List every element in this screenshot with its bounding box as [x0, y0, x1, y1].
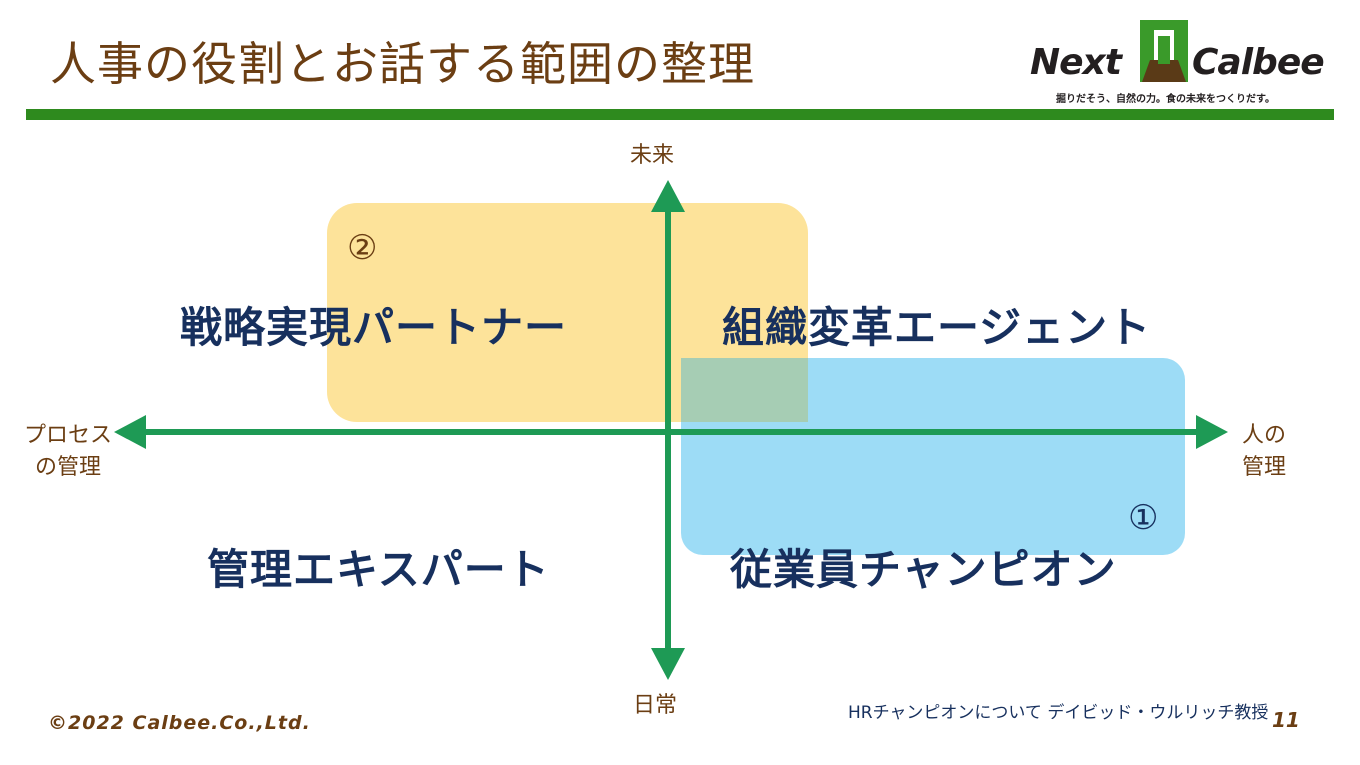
axis-label-daily: 日常: [633, 693, 678, 718]
slide-title: 人事の役割とお話する範囲の整理: [50, 37, 755, 91]
quadrant-admin-expert: 管理エキスパート: [207, 545, 550, 594]
axis-label-future: 未来: [630, 143, 675, 168]
logo-word-calbee: Calbee: [1192, 42, 1325, 83]
axis-label-process: プロセス の管理: [24, 423, 113, 480]
logo-door-icon: [1140, 20, 1188, 82]
quadrant-strategic-partner: 戦略実現パートナー: [180, 303, 568, 352]
highlight-overlap: [681, 358, 808, 422]
next-calbee-logo: Next Calbee 掘りだそう、自然の力。食の未来をつくりだす。: [1026, 16, 1326, 108]
arrow-up-icon: [651, 180, 685, 212]
arrow-left-icon: [114, 415, 146, 449]
arrow-right-icon: [1196, 415, 1228, 449]
quadrant-change-agent: 組織変革エージェント: [722, 303, 1152, 352]
copyright: ©2022 Calbee.Co.,Ltd.: [48, 712, 311, 734]
logo-tagline: 掘りだそう、自然の力。食の未来をつくりだす。: [1056, 94, 1275, 105]
arrow-down-icon: [651, 648, 685, 680]
quadrant-employee-champion: 従業員チャンピオン: [730, 545, 1117, 594]
logo-word-next: Next: [1030, 42, 1122, 83]
axis-label-people: 人の 管理: [1242, 423, 1287, 480]
title-divider: [26, 109, 1334, 120]
reference-note: HRチャンピオンについて デイビッド・ウルリッチ教授: [848, 703, 1269, 723]
marker-two: ②: [347, 228, 378, 268]
page-number: 11: [1272, 708, 1300, 732]
marker-one: ①: [1128, 498, 1159, 538]
